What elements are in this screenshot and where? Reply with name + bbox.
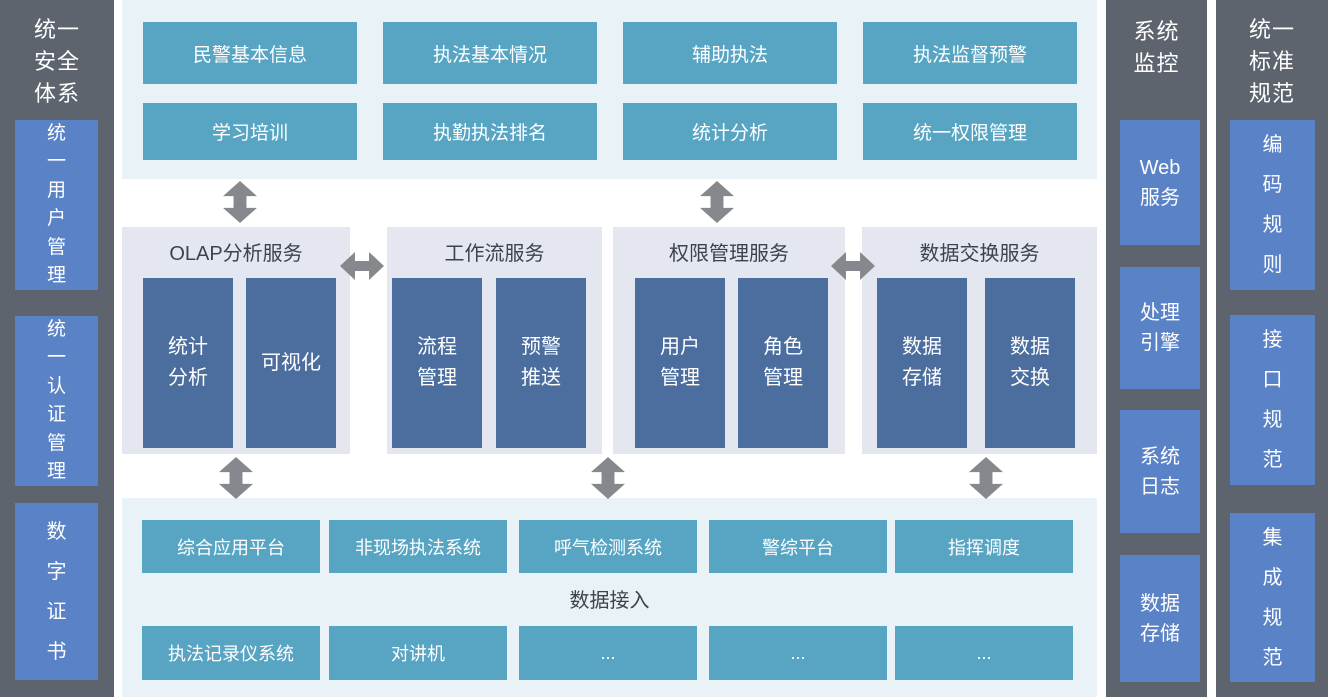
service-data-storage: 数据 存储 <box>877 278 967 448</box>
service-group-olap-title: OLAP分析服务 <box>169 243 303 265</box>
system-integrated-app-platform: 综合应用平台 <box>142 520 320 573</box>
system-command-dispatch: 指挥调度 <box>895 520 1073 573</box>
source-body-camera-system: 执法记录仪系统 <box>142 626 320 680</box>
double-arrow-vertical-icon <box>223 181 257 223</box>
module-learning-training: 学习培训 <box>143 103 357 160</box>
service-user-management: 用户 管理 <box>635 278 725 448</box>
service-data-exchange: 数据 交换 <box>985 278 1075 448</box>
monitor-item-processing-engine: 处理 引擎 <box>1120 267 1200 389</box>
double-arrow-vertical-icon <box>219 457 253 499</box>
module-supervision-warning: 执法监督预警 <box>863 22 1077 84</box>
service-group-data-exchange: 数据交换服务 数据 存储 数据 交换 <box>862 227 1097 454</box>
module-statistical-analysis: 统计分析 <box>623 103 837 160</box>
module-unified-permission: 统一权限管理 <box>863 103 1077 160</box>
security-sidebar: 统一 安全 体系 统一用户管理 统一认证管理 数字证书 <box>0 0 114 697</box>
sidebar-item-digital-certificate: 数字证书 <box>15 503 98 680</box>
system-breath-test: 呼气检测系统 <box>519 520 697 573</box>
system-police-platform: 警综平台 <box>709 520 887 573</box>
standards-sidebar-title: 统一 标准 规范 <box>1248 17 1295 106</box>
data-access-label: 数据接入 <box>569 590 650 612</box>
sidebar-item-unified-user-management: 统一用户管理 <box>15 120 98 290</box>
security-sidebar-title: 统一 安全 体系 <box>33 17 80 106</box>
service-group-workflow-title: 工作流服务 <box>444 243 545 265</box>
standards-item-integration-spec: 集成规范 <box>1230 513 1315 682</box>
service-group-workflow: 工作流服务 流程 管理 预警 推送 <box>387 227 602 454</box>
module-assisted-enforcement: 辅助执法 <box>623 22 837 84</box>
service-group-data-exchange-title: 数据交换服务 <box>919 243 1040 265</box>
service-warning-push: 预警 推送 <box>496 278 586 448</box>
source-ellipsis-2: ... <box>709 626 887 680</box>
service-group-permission: 权限管理服务 用户 管理 角色 管理 <box>613 227 845 454</box>
monitor-item-web-service: Web 服务 <box>1120 120 1200 245</box>
module-police-basic-info: 民警基本信息 <box>143 22 357 84</box>
service-group-permission-title: 权限管理服务 <box>669 243 789 265</box>
monitor-item-system-log: 系统 日志 <box>1120 410 1200 533</box>
service-group-olap: OLAP分析服务 统计 分析 可视化 <box>122 227 350 454</box>
source-ellipsis-1: ... <box>519 626 697 680</box>
data-access-band: 综合应用平台 非现场执法系统 呼气检测系统 警综平台 指挥调度 数据接入 执法记… <box>122 498 1097 697</box>
monitor-item-data-storage: 数据 存储 <box>1120 555 1200 682</box>
double-arrow-vertical-icon <box>591 457 625 499</box>
standards-item-interface-spec: 接口规范 <box>1230 315 1315 485</box>
service-olap-statistics: 统计 分析 <box>143 278 233 448</box>
standards-item-coding-rules: 编码规则 <box>1230 120 1315 290</box>
sidebar-item-unified-auth-management: 统一认证管理 <box>15 316 98 486</box>
application-modules-band: 民警基本信息 执法基本情况 辅助执法 执法监督预警 学习培训 执勤执法排名 统计… <box>122 0 1097 179</box>
service-olap-visualization: 可视化 <box>246 278 336 448</box>
system-offsite-enforcement: 非现场执法系统 <box>329 520 507 573</box>
module-law-enforcement-basic: 执法基本情况 <box>383 22 597 84</box>
monitor-sidebar-title: 系统 监控 <box>1133 19 1180 76</box>
standards-sidebar: 统一 标准 规范 编码规则 接口规范 集成规范 <box>1216 0 1328 697</box>
double-arrow-vertical-icon <box>969 457 1003 499</box>
double-arrow-vertical-icon <box>700 181 734 223</box>
source-ellipsis-3: ... <box>895 626 1073 680</box>
source-intercom: 对讲机 <box>329 626 507 680</box>
service-role-management: 角色 管理 <box>738 278 828 448</box>
service-process-management: 流程 管理 <box>392 278 482 448</box>
module-duty-ranking: 执勤执法排名 <box>383 103 597 160</box>
monitor-sidebar: 系统 监控 Web 服务 处理 引擎 系统 日志 数据 存储 <box>1106 0 1207 697</box>
